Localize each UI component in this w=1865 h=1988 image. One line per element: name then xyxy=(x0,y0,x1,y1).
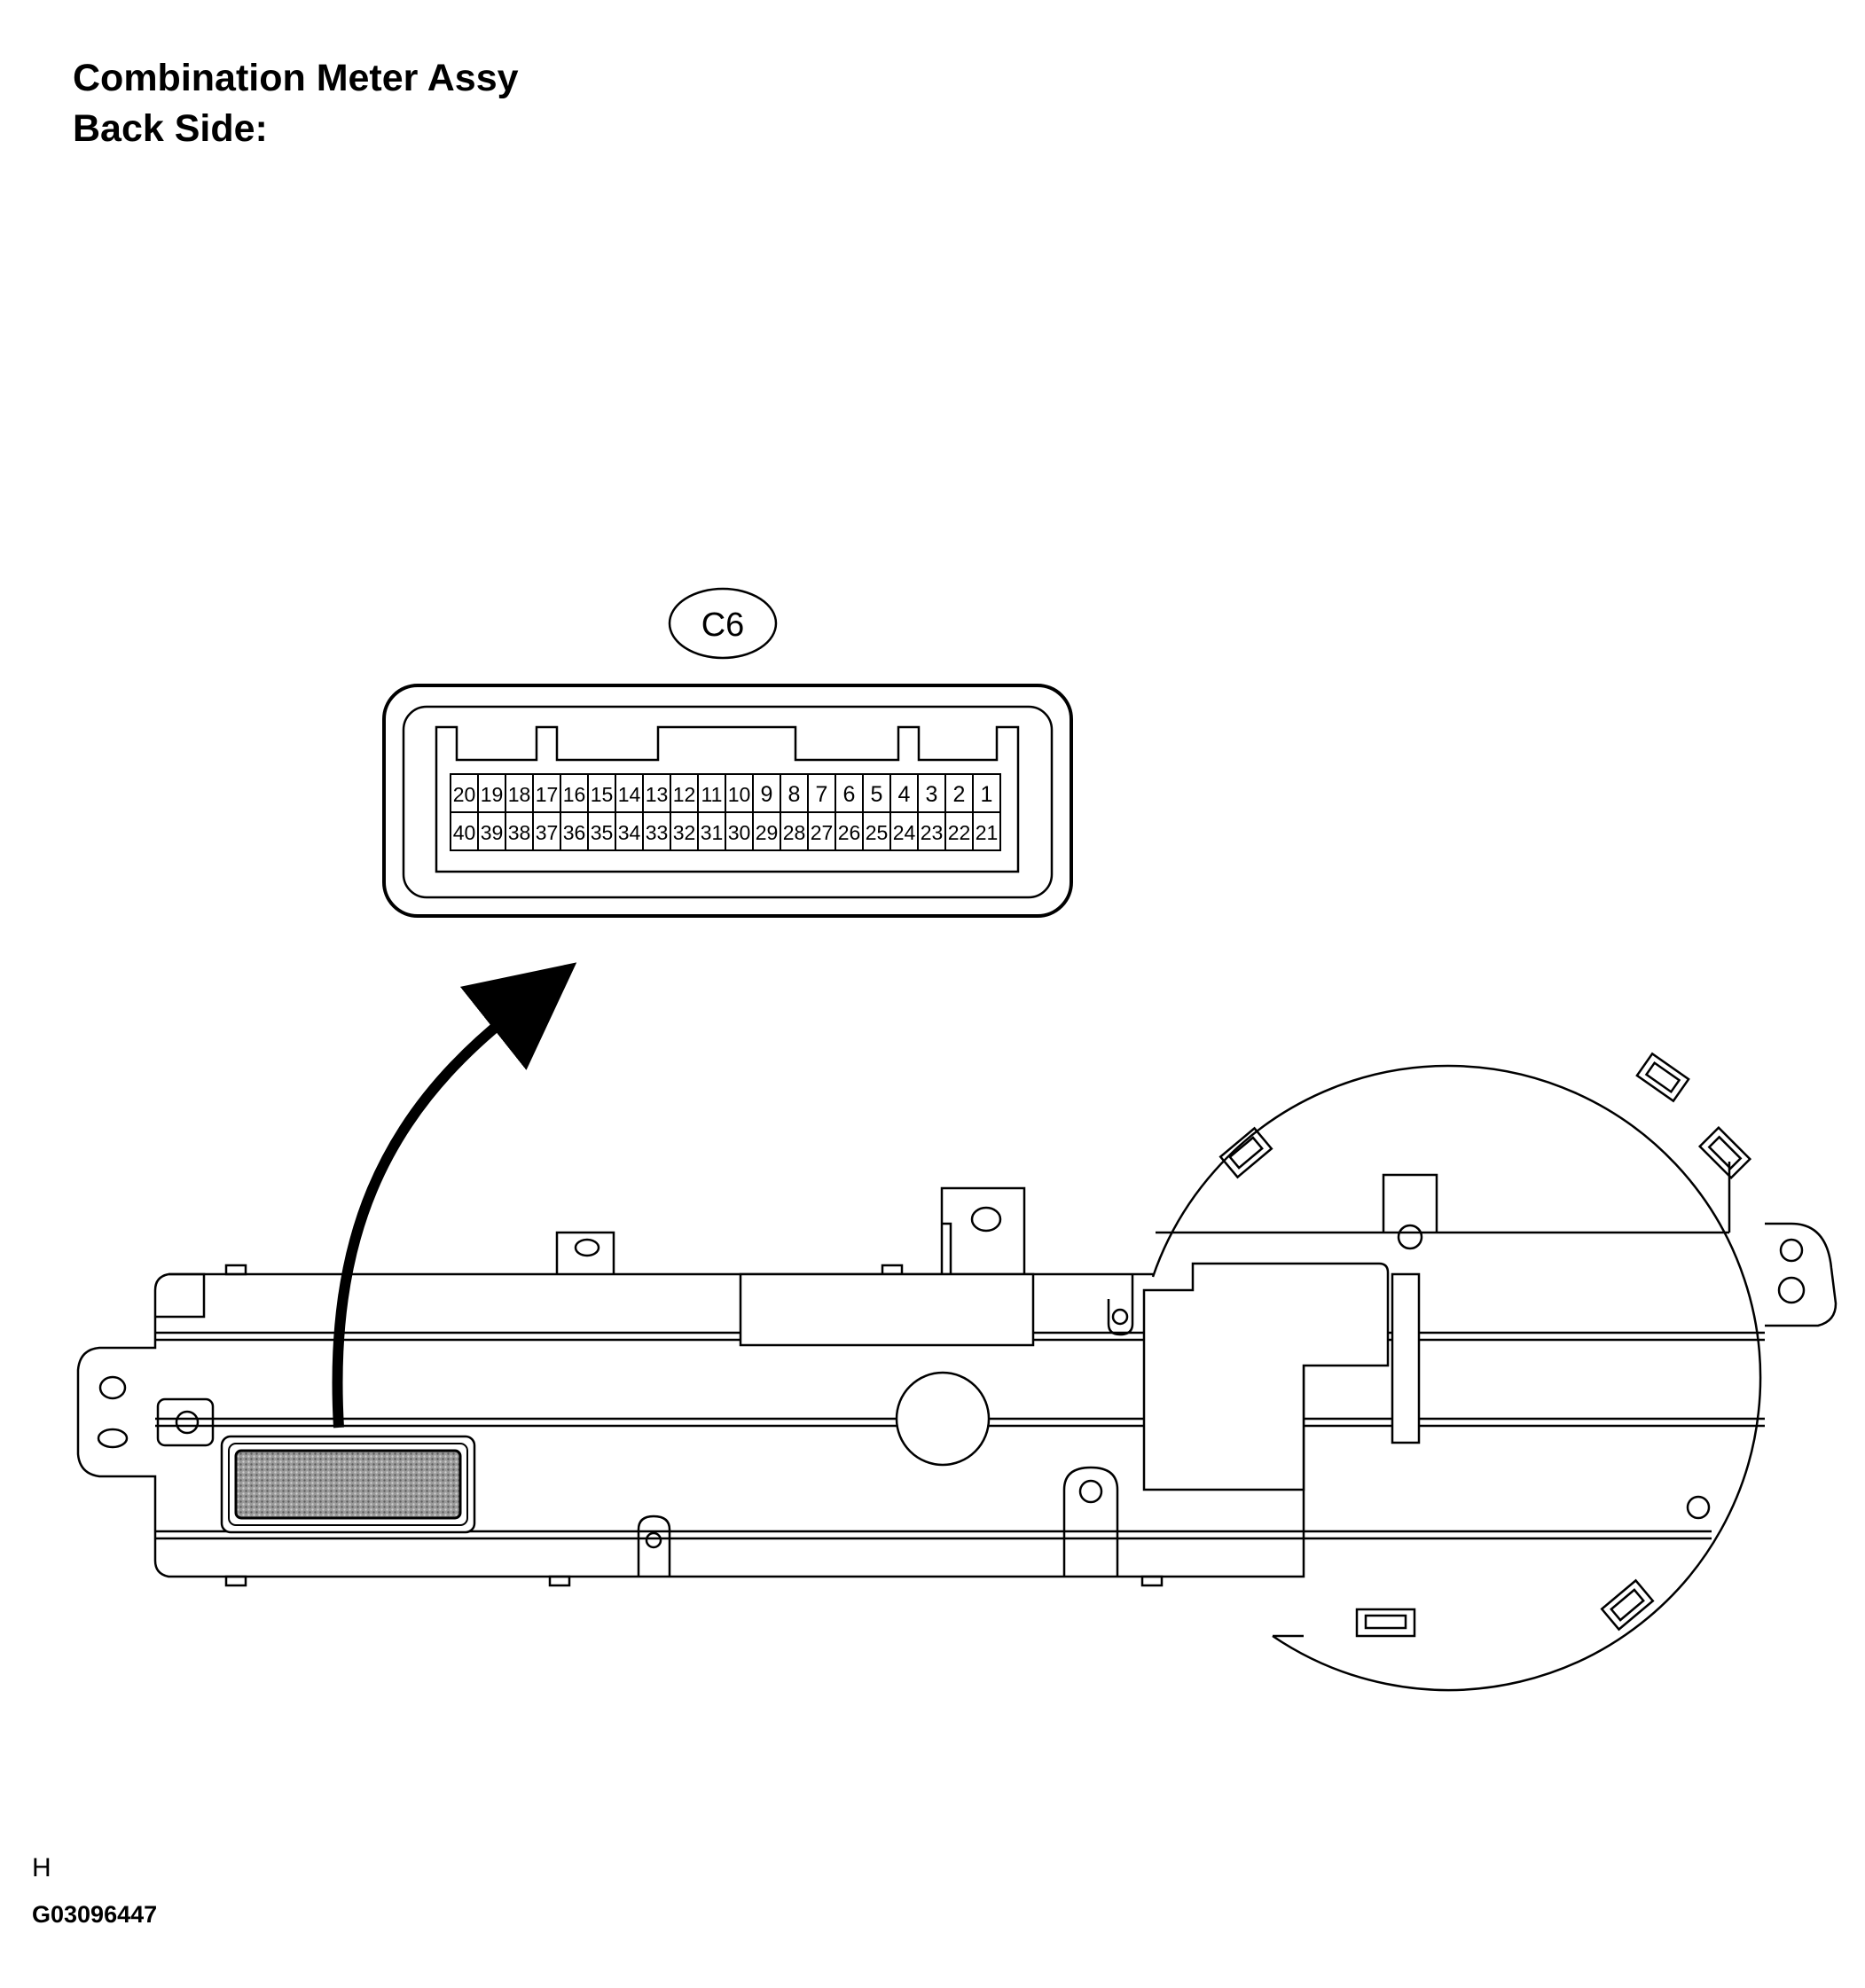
diagram-title: Combination Meter Assy Back Side: xyxy=(73,53,519,154)
title-line-2: Back Side: xyxy=(73,107,268,150)
pin-cell xyxy=(862,811,891,851)
pin-number: 1 xyxy=(981,782,993,807)
pin-number: 4 xyxy=(898,782,911,807)
pin-number: 10 xyxy=(728,783,751,806)
pin-number: 5 xyxy=(871,782,883,807)
pin-number: 16 xyxy=(563,783,586,806)
pin-number: 29 xyxy=(756,821,779,844)
pin-cell xyxy=(505,811,534,851)
pin-cell xyxy=(944,773,974,813)
pin-number: 7 xyxy=(816,782,828,807)
pin-cell xyxy=(780,773,809,813)
pin-cell xyxy=(560,773,589,813)
connector-code-bubble xyxy=(668,587,778,660)
pin-number: 18 xyxy=(508,783,531,806)
pin-cell xyxy=(505,773,534,813)
pin-number: 31 xyxy=(701,821,724,844)
pin-number: 24 xyxy=(893,821,916,844)
pin-number: 13 xyxy=(646,783,669,806)
pin-number: 36 xyxy=(563,821,586,844)
pin-number: 14 xyxy=(618,783,641,806)
pin-cell xyxy=(944,811,974,851)
figure-code: G03096447 xyxy=(32,1901,158,1928)
combination-meter-body xyxy=(76,1052,1838,1692)
pin-number: 34 xyxy=(618,821,641,844)
pin-number: 23 xyxy=(921,821,944,844)
pin-number: 2 xyxy=(953,782,966,807)
pin-number: 37 xyxy=(536,821,559,844)
footer-letter: H xyxy=(32,1853,51,1882)
pin-number: 17 xyxy=(536,783,559,806)
pin-cell xyxy=(889,773,919,813)
pin-number: 8 xyxy=(788,782,801,807)
pin-cell xyxy=(807,773,836,813)
pin-number: 9 xyxy=(761,782,773,807)
pin-cell xyxy=(670,773,699,813)
pin-number: 38 xyxy=(508,821,531,844)
pin-number: 3 xyxy=(926,782,938,807)
pin-number: 25 xyxy=(866,821,889,844)
pin-cell xyxy=(532,811,561,851)
pin-cell xyxy=(917,811,946,851)
pin-number: 19 xyxy=(481,783,504,806)
pin-number: 39 xyxy=(481,821,504,844)
pin-number: 32 xyxy=(673,821,696,844)
pin-cell xyxy=(615,811,644,851)
pin-cell xyxy=(752,811,781,851)
pin-number: 22 xyxy=(948,821,971,844)
pin-number: 33 xyxy=(646,821,669,844)
pin-cell xyxy=(972,773,1001,813)
title-line-1: Combination Meter Assy xyxy=(73,57,519,99)
pin-cell xyxy=(642,773,671,813)
pin-number: 35 xyxy=(591,821,614,844)
gauge-housing-round xyxy=(1151,1064,1762,1692)
pin-cell xyxy=(587,773,616,813)
pin-cell xyxy=(972,811,1001,851)
pointer-arrow xyxy=(332,962,577,1428)
pin-number: 21 xyxy=(976,821,999,844)
pin-number: 30 xyxy=(728,821,751,844)
pin-number: 27 xyxy=(811,821,834,844)
pin-number: 20 xyxy=(453,783,476,806)
connector-housing-inner xyxy=(402,705,1054,899)
pin-cell xyxy=(532,773,561,813)
pin-number: 28 xyxy=(783,821,806,844)
pin-number: 6 xyxy=(843,782,856,807)
pin-cell xyxy=(587,811,616,851)
connector-code-label: C6 xyxy=(701,607,745,644)
pin-number: 15 xyxy=(591,783,614,806)
pin-number: 11 xyxy=(701,783,723,806)
connector-keyway-outline xyxy=(435,725,1020,873)
meter-connector-location xyxy=(220,1435,476,1534)
pin-number: 12 xyxy=(673,783,696,806)
pin-cell xyxy=(450,773,479,813)
pin-cell xyxy=(560,811,589,851)
pin-number: 26 xyxy=(838,821,861,844)
pin-number: 40 xyxy=(453,821,476,844)
